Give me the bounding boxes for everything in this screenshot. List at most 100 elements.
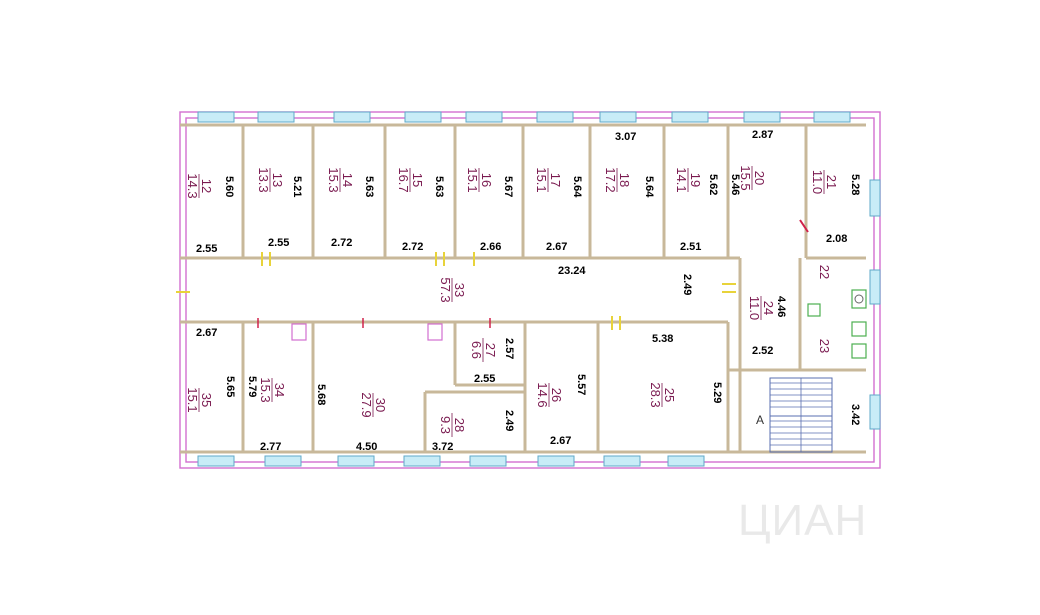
room-21: 21 11.0 [810,170,839,194]
room-35: 35 15.1 [185,387,214,412]
dimension-label: 3.72 [432,441,453,453]
dimension-label: 2.49 [681,274,693,295]
windows-right [869,179,881,430]
dimension-label: 5.21 [291,176,303,197]
stair-label: А [756,413,764,427]
dimension-label: 2.72 [402,241,423,253]
sanitary-fixtures [807,289,867,359]
outer-walls [179,111,881,469]
room-18: 18 17.2 [603,167,632,192]
room-area: 16.7 [396,167,411,192]
room-area: 15.1 [185,387,200,412]
room-area: 15.3 [326,167,341,192]
dimension-label: 5.65 [224,376,236,397]
windows-top [197,111,851,123]
room-24: 24 11.0 [747,296,776,320]
dimension-labels: 3.07 2.87 5.60 5.21 5.63 5.63 5.67 5.64 … [196,129,861,453]
room-number: 22 [817,265,832,279]
room-25: 25 28.3 [648,382,677,407]
dimension-label: 2.08 [826,233,847,245]
dimension-label: 5.79 [246,376,258,397]
dimension-label: 23.24 [558,265,586,277]
dimension-label: 5.64 [571,176,583,198]
door-marks [176,219,809,330]
dimension-label: 5.57 [575,374,587,395]
dimension-label: 5.60 [223,176,235,197]
dimension-label: 5.62 [707,174,719,195]
dimension-label: 2.66 [480,241,501,253]
room-33: 33 57.3 [438,277,467,302]
room-22: 22 [817,265,832,279]
room-number: 20 [752,171,767,185]
dimension-label: 2.57 [503,338,515,359]
dimension-label: 2.77 [260,441,281,453]
room-area: 57.3 [438,277,453,302]
dimension-label: 5.67 [502,176,514,197]
dimension-label: 5.29 [711,382,723,403]
dimension-label: 2.55 [196,243,217,255]
room-13: 13 13.3 [256,167,285,192]
room-14: 14 15.3 [326,167,355,192]
room-number: 15 [410,173,425,187]
room-12: 12 14.3 [185,173,214,198]
room-number: 28 [452,418,467,432]
room-number: 23 [817,339,832,353]
room-number: 18 [617,173,632,187]
room-17: 17 15.1 [534,167,563,192]
interior-walls [180,123,866,454]
room-area: 14.3 [185,173,200,198]
room-area: 15.1 [534,167,549,192]
dimension-label: 2.55 [474,373,495,385]
room-area: 17.2 [603,167,618,192]
room-area: 27.9 [359,392,374,417]
room-26: 26 14.6 [535,382,564,407]
dimension-label: 5.63 [433,176,445,197]
room-23: 23 [817,339,832,353]
dimension-label: 4.50 [356,441,377,453]
room-16: 16 15.1 [465,167,494,192]
dimension-label: 3.42 [849,404,861,425]
room-number: 16 [479,173,494,187]
dimension-label: 5.64 [643,176,655,198]
room-number: 17 [548,173,563,187]
dimension-label: 5.28 [849,174,861,195]
dimension-label: 5.68 [315,384,327,405]
room-15: 15 16.7 [396,167,425,192]
room-number: 21 [824,175,839,189]
staircase: А [756,377,833,453]
dimension-label: 2.67 [546,241,567,253]
dimension-label: 2.52 [752,345,773,357]
dimension-label: 2.51 [680,241,701,253]
room-area: 15.1 [465,167,480,192]
room-34: 34 15.3 [258,377,287,402]
dimension-label: 5.38 [652,333,673,345]
room-27: 27 6.6 [469,338,498,362]
dimension-label: 5.63 [363,176,375,197]
room-area: 11.0 [810,170,825,194]
room-28: 28 9.3 [438,413,467,437]
dimension-label: 2.67 [196,327,217,339]
room-number: 35 [199,393,214,407]
room-area: 9.3 [438,416,453,434]
room-area: 14.1 [674,167,689,192]
room-area: 28.3 [648,382,663,407]
dimension-label: 2.55 [268,237,289,249]
room-number: 25 [662,388,677,402]
dimension-label: 2.87 [752,129,773,141]
windows-bottom [197,455,705,467]
room-area: 15.3 [258,377,273,402]
room-number: 34 [272,383,287,397]
room-area: 15.5 [738,165,753,190]
dimension-label: 3.07 [615,131,636,143]
room-20: 20 15.5 [738,165,767,190]
room-number: 14 [340,173,355,187]
room-number: 30 [373,398,388,412]
dimension-label: 5.46 [729,174,741,195]
room-30: 30 27.9 [359,392,388,417]
room-number: 26 [549,388,564,402]
room-area: 6.6 [469,341,484,359]
room-19: 19 14.1 [674,167,703,192]
room-labels: 12 14.3 13 13.3 14 15.3 15 16.7 16 15.1 … [185,165,839,437]
dimension-label: 4.46 [775,296,787,317]
